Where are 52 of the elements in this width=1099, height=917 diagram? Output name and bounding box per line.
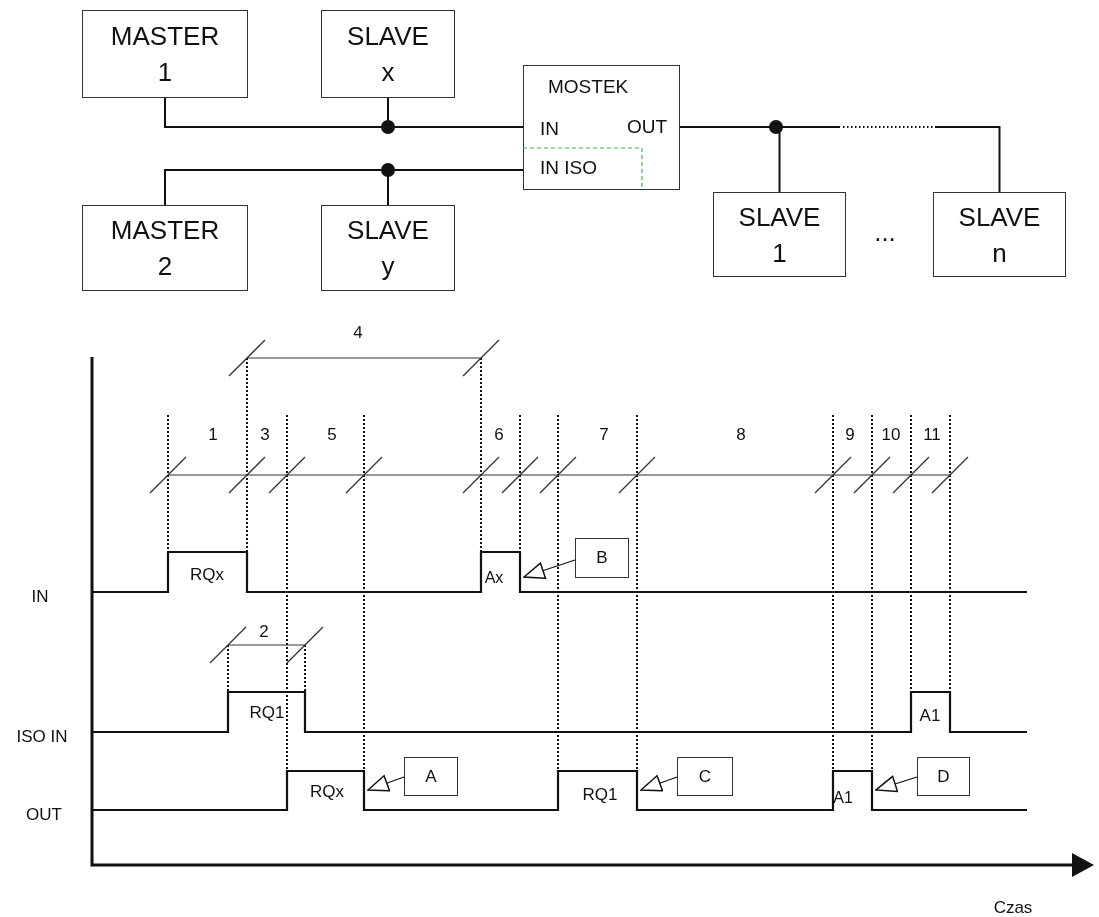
text-label: 4	[353, 323, 363, 343]
leader-line	[367, 774, 405, 792]
box-label: C	[698, 766, 712, 787]
text-label: 2	[259, 622, 269, 642]
port-label: IN ISO	[540, 157, 597, 179]
text-label: RQx	[310, 782, 344, 802]
text-label: 1	[208, 425, 218, 445]
leader-line	[640, 774, 678, 792]
bridge-box	[523, 65, 680, 190]
text-label: 11	[923, 425, 941, 445]
device-box	[321, 10, 455, 98]
text-label: A1	[919, 706, 941, 726]
text-label: 6	[494, 425, 504, 445]
device-box	[933, 192, 1066, 277]
device-box	[82, 10, 248, 98]
text-label: RQ1	[582, 785, 618, 805]
block-title: MOSTEK	[548, 76, 629, 98]
box-label: SLAVE x	[347, 20, 429, 89]
text-label: Czas	[993, 898, 1033, 917]
text-label: 5	[327, 425, 337, 445]
leader-line	[523, 559, 576, 579]
text-label: 7	[599, 425, 609, 445]
box-label: SLAVE 1	[738, 200, 821, 270]
text-label: RQx	[190, 565, 224, 585]
leader-line	[875, 775, 918, 793]
text-label: A1	[833, 789, 853, 807]
callout-box	[404, 757, 458, 796]
box-label: B	[596, 548, 608, 568]
text-label: IN	[31, 587, 49, 607]
port-label: IN	[540, 118, 559, 140]
text-label: 10	[881, 425, 901, 445]
device-box	[321, 205, 455, 291]
text-label: 8	[736, 425, 746, 445]
box-label: SLAVE n	[958, 200, 1041, 270]
text-label: ...	[874, 216, 896, 248]
box-label: SLAVE y	[347, 214, 429, 283]
text-label: 9	[845, 425, 855, 445]
callout-box	[677, 757, 733, 796]
box-label: D	[937, 766, 950, 787]
text-label: ISO IN	[16, 727, 68, 747]
port-label: OUT	[627, 116, 668, 138]
text-label: OUT	[26, 805, 62, 825]
device-box	[713, 192, 846, 277]
text-label: RQ1	[249, 703, 285, 723]
box-label: A	[425, 766, 437, 787]
callout-box	[917, 757, 970, 796]
box-label: MASTER 1	[110, 20, 220, 89]
text-label: Ax	[484, 569, 504, 587]
callout-box	[575, 538, 629, 578]
device-box	[82, 205, 248, 291]
box-label: MASTER 2	[110, 214, 220, 283]
text-label: 3	[260, 425, 270, 445]
